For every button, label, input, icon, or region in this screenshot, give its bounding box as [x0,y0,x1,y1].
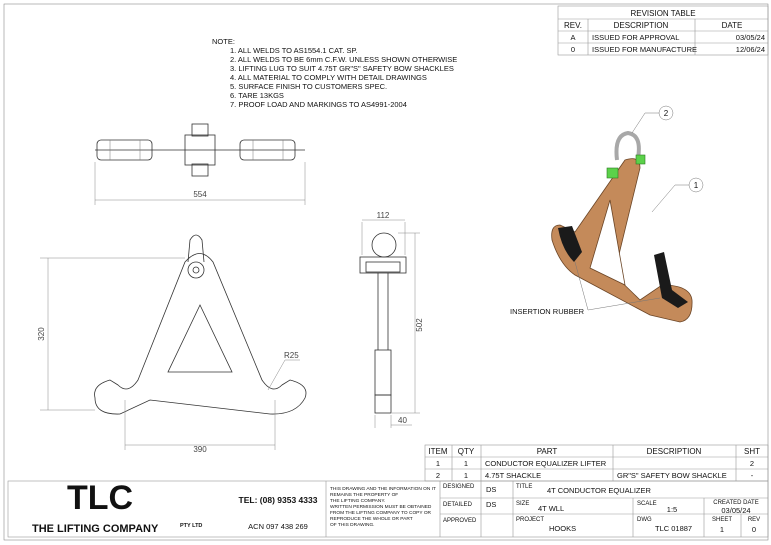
note-item: 3. LIFTING LUG TO SUIT 4.75T GR"S" SAFET… [230,64,454,73]
top-view: 554 [94,123,306,205]
revision-cell: ISSUED FOR APPROVAL [592,33,679,42]
shackle-nut [606,167,619,179]
designed-value: DS [486,485,496,494]
revision-cell: 12/06/24 [736,45,765,54]
disclaimer-line: WRITTEN PERMISSION MUST BE OBTAINED [330,504,432,510]
parts-cell: GR"S" SAFETY BOW SHACKLE [617,471,727,480]
revision-cell: A [570,33,575,42]
revision-header-date: DATE [722,21,743,30]
drawing-title: 4T CONDUCTOR EQUALIZER [547,486,651,495]
rubber-insert-left [558,226,582,262]
designed-label: DESIGNED [443,484,475,490]
parts-table: ITEM QTY PART DESCRIPTION SHT 1 1 CONDUC… [424,444,769,482]
note-item: 4. ALL MATERIAL TO COMPLY WITH DETAIL DR… [230,73,427,82]
dwg-label: DWG [637,517,652,523]
created-label: CREATED DATE [713,500,758,506]
disclaimer: THIS DRAWING AND THE INFORMATION ON IT R… [330,486,436,528]
scale-label: SCALE [637,501,657,507]
detailed-value: DS [486,500,496,509]
size-value: 4T WLL [538,504,564,513]
disclaimer-line: THIS DRAWING AND THE INFORMATION ON IT [330,486,436,492]
disclaimer-line: OF THIS DRAWING. [330,522,375,528]
revision-cell: 03/05/24 [736,33,765,42]
note-item: 5. SURFACE FINISH TO CUSTOMERS SPEC. [230,82,387,91]
detailed-label: DETAILED [443,502,473,508]
balloon-1-label: 1 [694,181,699,190]
side-view: 112 502 40 [359,211,424,428]
note-item: 6. TARE 13KGS [230,91,284,100]
dimension-top-width: 554 [193,190,207,199]
parts-header-description: DESCRIPTION [647,447,702,456]
notes-heading: NOTE: [212,37,235,46]
company-suffix: PTY LTD [180,523,202,529]
parts-cell: 1 [464,459,468,468]
parts-cell: 1 [436,459,440,468]
lifter-cutout [589,199,626,286]
dimension-side-width: 112 [377,211,390,220]
parts-header-sht: SHT [744,447,760,456]
created-value: 03/05/24 [721,506,750,515]
insertion-rubber-label: INSERTION RUBBER [510,307,585,316]
revision-cell: ISSUED FOR MANUFACTURE [592,45,697,54]
parts-header-part: PART [537,447,558,456]
isometric-view: 2 1 INSERTION RUBBER [510,105,704,323]
sheet-border [3,3,769,541]
dimension-side-height: 502 [415,318,424,332]
note-item: 1. ALL WELDS TO AS1554.1 CAT. SP. [230,46,358,55]
parts-cell: 2 [750,459,754,468]
dimension-front-height: 320 [37,327,46,341]
company-logo: TLC [67,479,133,517]
approved-label: APPROVED [443,518,477,524]
sheet-value: 1 [720,525,724,534]
company-acn: ACN 097 438 269 [248,522,308,531]
dimension-front-width: 390 [193,445,207,454]
revision-table: REVISION TABLE REV. DESCRIPTION DATE A I… [557,5,769,56]
scale-value: 1:5 [667,505,677,514]
parts-cell: CONDUCTOR EQUALIZER LIFTER [485,459,607,468]
disclaimer-line: REPRODUCE THE WHOLE OR PART [330,516,413,522]
shackle-nut [635,154,646,165]
dimension-radius: R25 [284,351,299,360]
note-item: 7. PROOF LOAD AND MARKINGS TO AS4991-200… [230,100,407,109]
revision-table-title: REVISION TABLE [630,9,695,18]
parts-cell: 4.75T SHACKLE [485,471,541,480]
company-name: THE LIFTING COMPANY [32,523,159,535]
parts-header-qty: QTY [458,447,475,456]
front-view: 320 R25 390 [37,234,307,454]
sheet-label: SHEET [712,517,732,523]
rev-label: REV [748,517,760,523]
parts-cell: 2 [436,471,440,480]
dimension-side-thickness: 40 [398,416,407,425]
shackle [614,130,641,161]
rev-value: 0 [752,525,756,534]
parts-cell: 1 [464,471,468,480]
parts-header-item: ITEM [428,447,447,456]
dwg-value: TLC 01887 [655,524,692,533]
revision-cell: 0 [571,45,575,54]
title-label: TITLE [516,484,532,490]
size-label: SIZE [516,501,529,507]
note-item: 2. ALL WELDS TO BE 6mm C.F.W. UNLESS SHO… [230,55,457,64]
revision-header-rev: REV. [564,21,582,30]
disclaimer-line: FROM THE LIFTING COMPANY TO COPY OR [330,510,432,516]
title-block: TLC THE LIFTING COMPANY PTY LTD TEL: (08… [7,479,769,538]
company-tel: TEL: (08) 9353 4333 [239,495,318,505]
revision-header-description: DESCRIPTION [614,21,669,30]
rubber-insert-right [654,252,688,308]
parts-cell: - [751,471,754,480]
balloon-2-label: 2 [664,109,669,118]
project-value: HOOKS [549,524,576,533]
project-label: PROJECT [516,517,544,523]
disclaimer-line: REMAINS THE PROPERTY OF [330,492,398,498]
notes: NOTE: 1. ALL WELDS TO AS1554.1 CAT. SP. … [212,37,457,109]
disclaimer-line: THE LIFTING COMPANY. [330,498,385,504]
